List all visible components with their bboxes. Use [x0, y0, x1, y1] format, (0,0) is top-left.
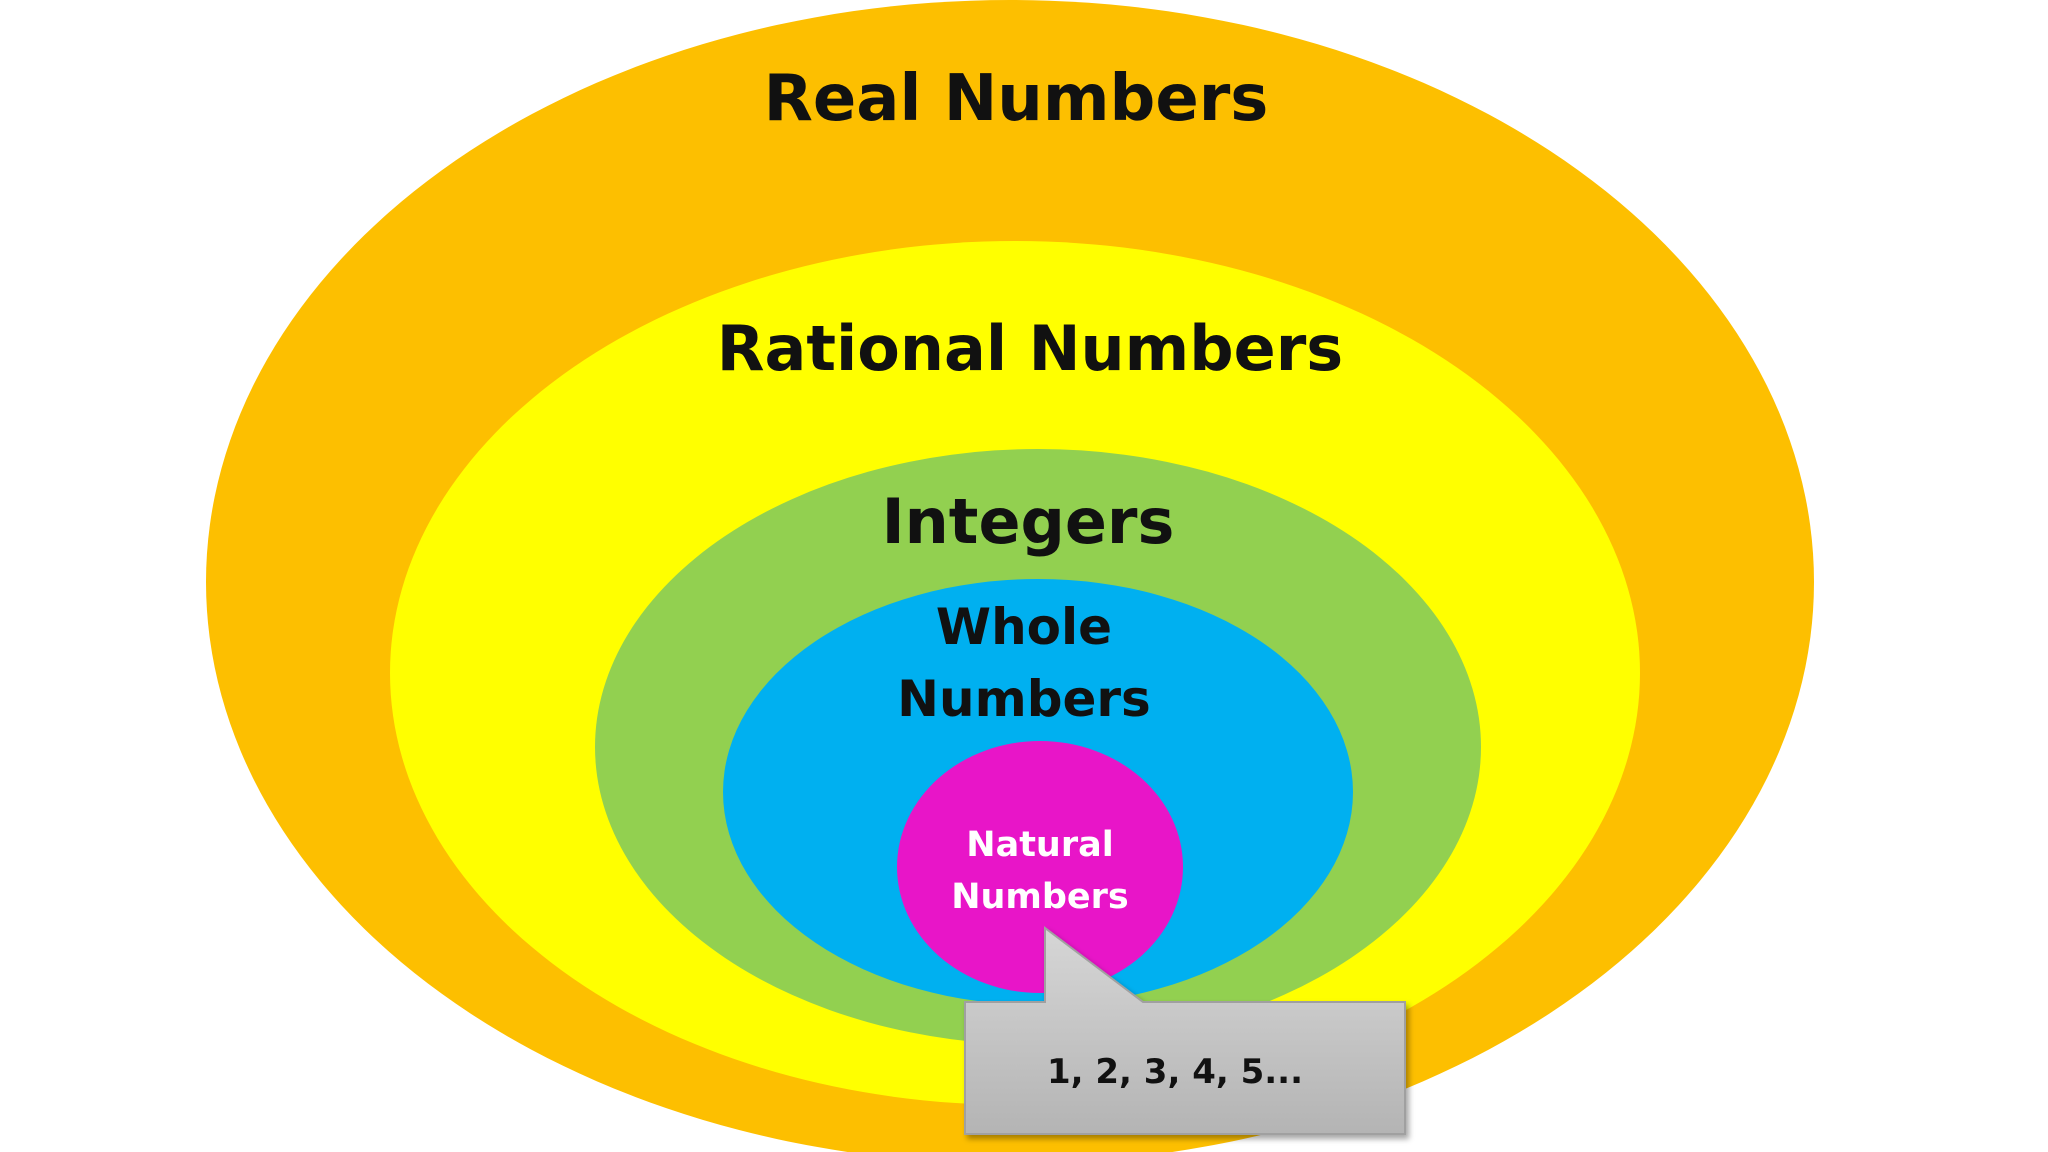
callout-bubble: [964, 925, 1406, 1135]
natural-numbers-ellipse: [897, 741, 1183, 993]
natural-numbers-label-line2: Numbers: [951, 877, 1129, 917]
natural-numbers-label-line1: Natural: [966, 825, 1113, 865]
whole-numbers-label-line1: Whole: [936, 598, 1112, 656]
real-numbers-label: Real Numbers: [764, 62, 1269, 136]
integers-label: Integers: [882, 485, 1175, 558]
callout-text: 1, 2, 3, 4, 5...: [1047, 1052, 1303, 1092]
rational-numbers-label: Rational Numbers: [717, 312, 1343, 385]
whole-numbers-label-line2: Numbers: [897, 670, 1151, 728]
